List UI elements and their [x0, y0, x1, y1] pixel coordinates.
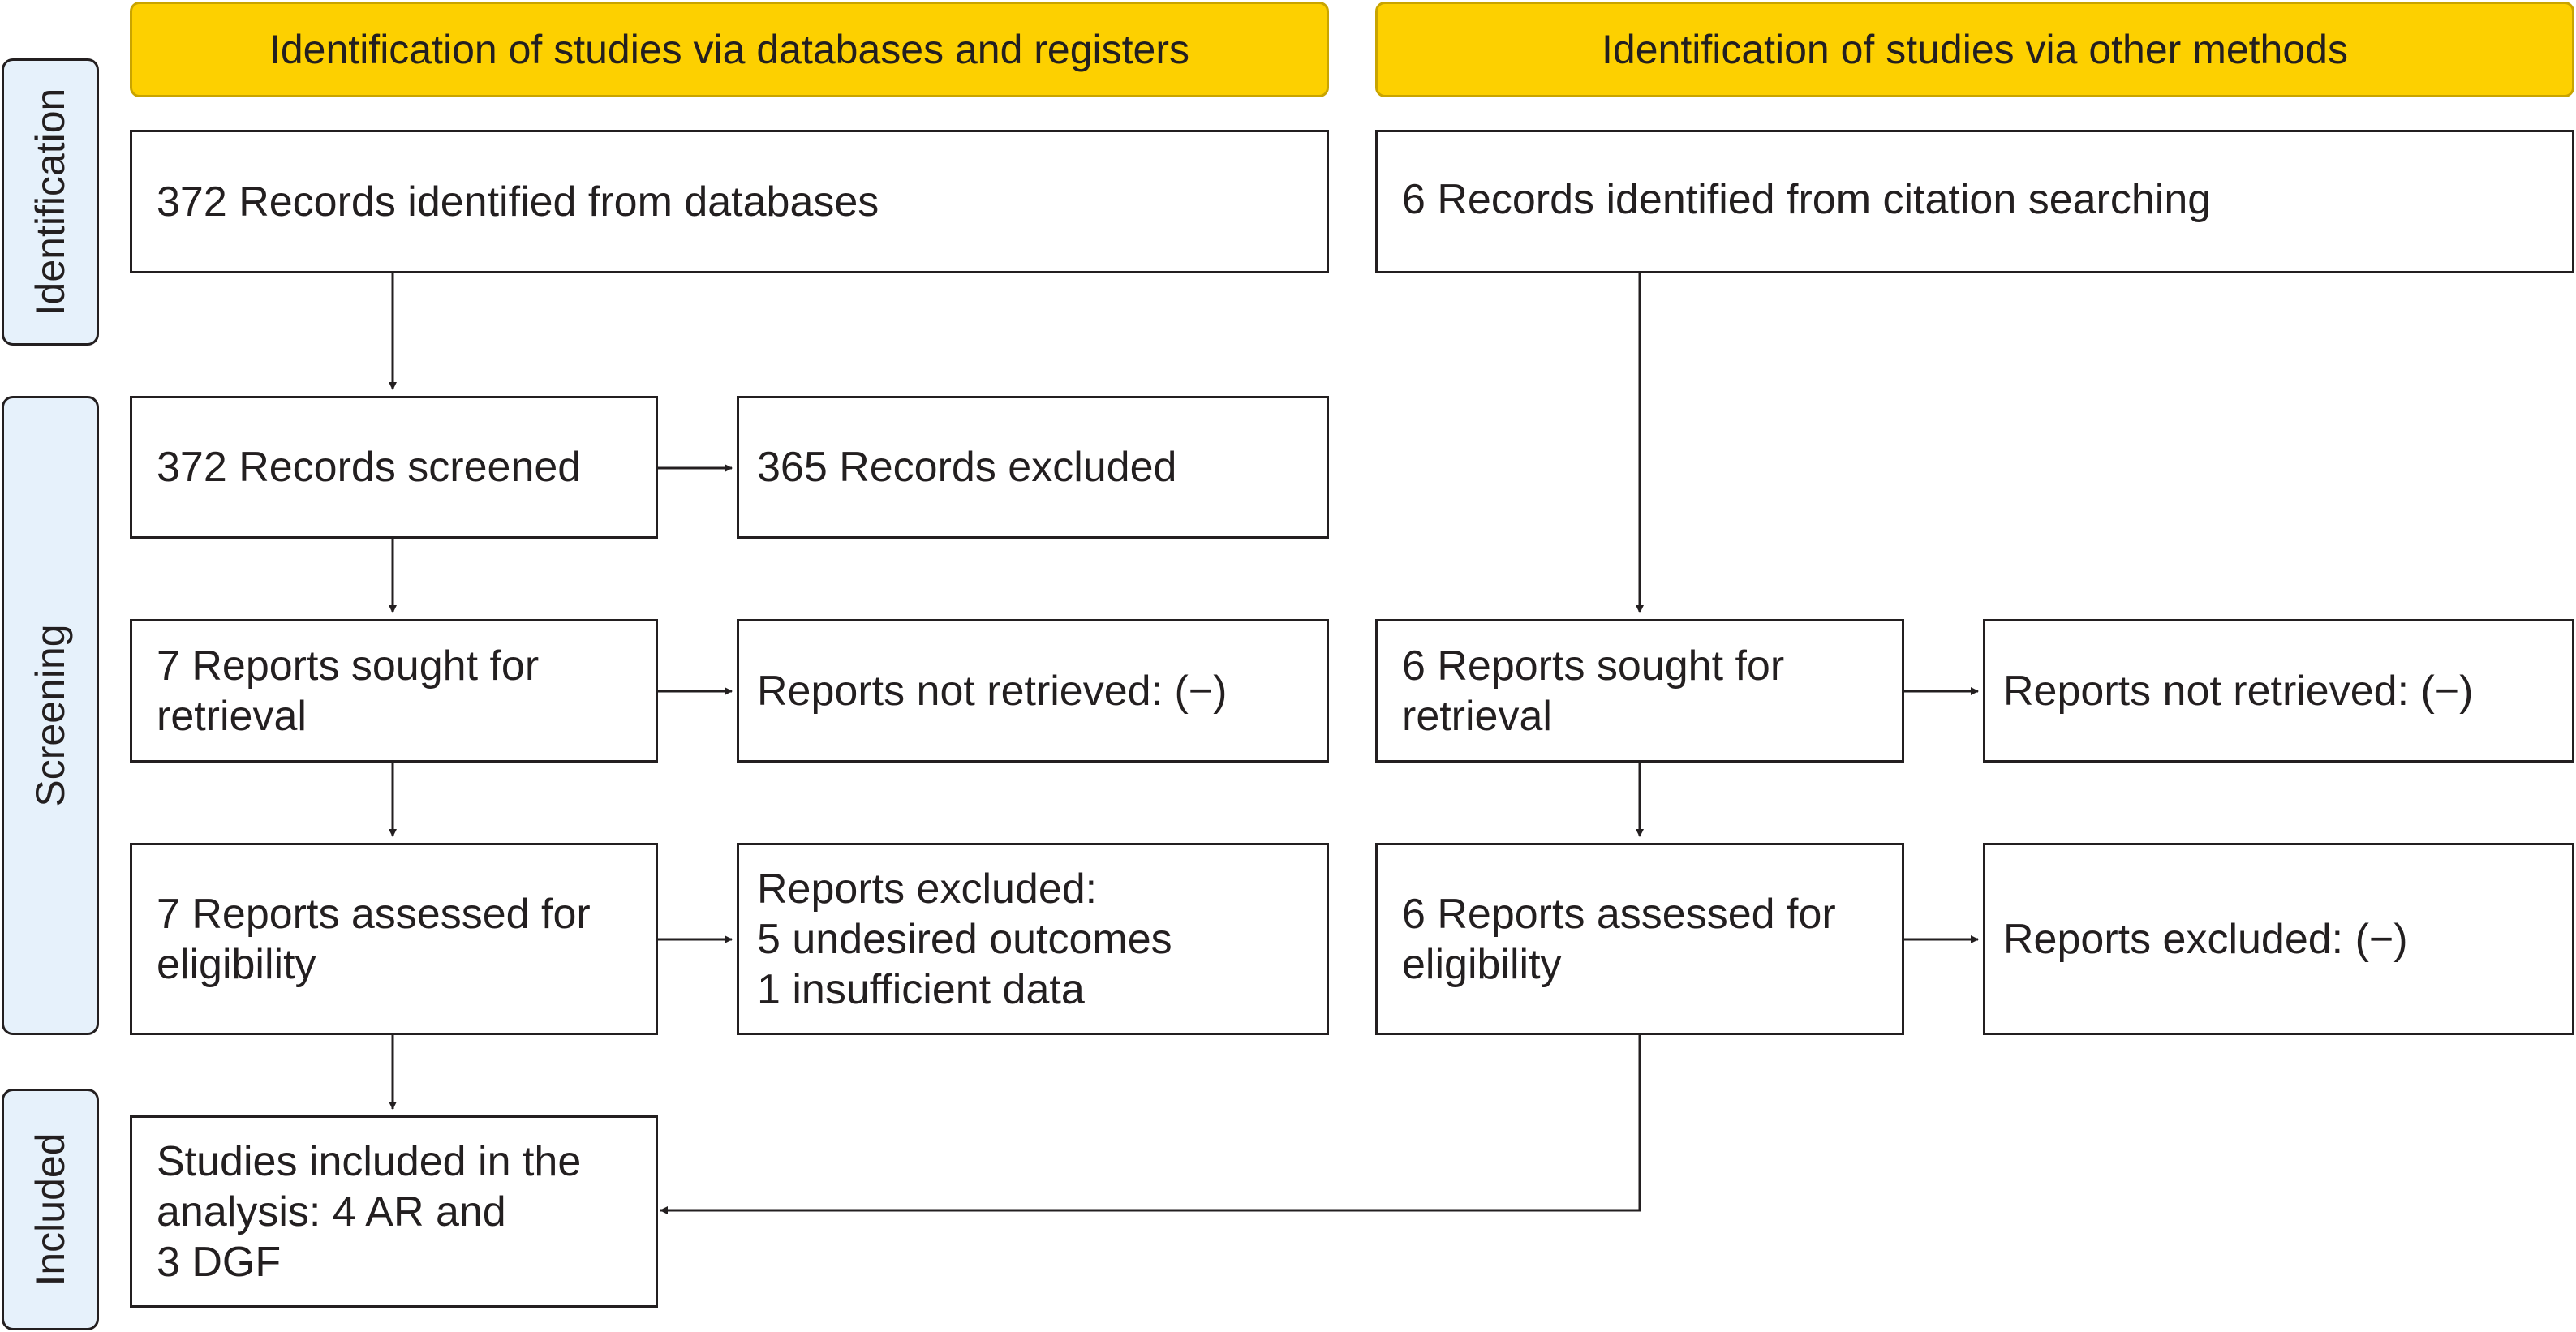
box-reports-assessed-databases: 7 Reports assessed for eligibility [130, 843, 658, 1035]
box-reports-not-retrieved-other: Reports not retrieved: (−) [1983, 619, 2574, 763]
box-reports-assessed-other: 6 Reports assessed for eligibility [1375, 843, 1904, 1035]
arrow-other-assessed-to-included [660, 1035, 1641, 1214]
header-other-methods: Identification of studies via other meth… [1375, 2, 2574, 97]
box-records-identified-databases-text: 372 Records identified from databases [157, 178, 879, 226]
box-reports-assessed-other-text: 6 Reports assessed for eligibility [1402, 890, 1836, 988]
stage-identification: Identification [2, 58, 99, 346]
box-records-screened-text: 372 Records screened [157, 444, 582, 491]
box-studies-included: Studies included in the analysis: 4 AR a… [130, 1115, 658, 1308]
box-studies-included-text: Studies included in the analysis: 4 AR a… [157, 1137, 582, 1286]
box-records-excluded: 365 Records excluded [737, 396, 1329, 539]
header-other-methods-label: Identification of studies via other meth… [1602, 27, 2348, 72]
box-records-identified-citation-text: 6 Records identified from citation searc… [1402, 176, 2212, 223]
box-reports-sought-databases-text: 7 Reports sought for retrieval [157, 642, 540, 740]
box-reports-sought-databases: 7 Reports sought for retrieval [130, 619, 658, 763]
box-reports-excluded-databases-text: Reports excluded: 5 undesired outcomes 1… [757, 865, 1172, 1013]
stage-included: Included [2, 1089, 99, 1330]
box-records-excluded-text: 365 Records excluded [757, 444, 1177, 491]
box-reports-not-retrieved-databases: Reports not retrieved: (−) [737, 619, 1329, 763]
box-records-identified-databases: 372 Records identified from databases [130, 130, 1329, 273]
header-databases-label: Identification of studies via databases … [269, 27, 1189, 72]
box-reports-excluded-other-text: Reports excluded: (−) [2003, 915, 2408, 963]
box-reports-not-retrieved-other-text: Reports not retrieved: (−) [2003, 667, 2474, 715]
box-reports-assessed-databases-text: 7 Reports assessed for eligibility [157, 890, 591, 988]
box-reports-sought-other-text: 6 Reports sought for retrieval [1402, 642, 1785, 740]
box-reports-excluded-databases: Reports excluded: 5 undesired outcomes 1… [737, 843, 1329, 1035]
box-records-identified-citation: 6 Records identified from citation searc… [1375, 130, 2574, 273]
stage-screening: Screening [2, 396, 99, 1035]
box-records-screened: 372 Records screened [130, 396, 658, 539]
header-databases: Identification of studies via databases … [130, 2, 1329, 97]
box-reports-excluded-other: Reports excluded: (−) [1983, 843, 2574, 1035]
box-reports-sought-other: 6 Reports sought for retrieval [1375, 619, 1904, 763]
box-reports-not-retrieved-databases-text: Reports not retrieved: (−) [757, 667, 1228, 715]
